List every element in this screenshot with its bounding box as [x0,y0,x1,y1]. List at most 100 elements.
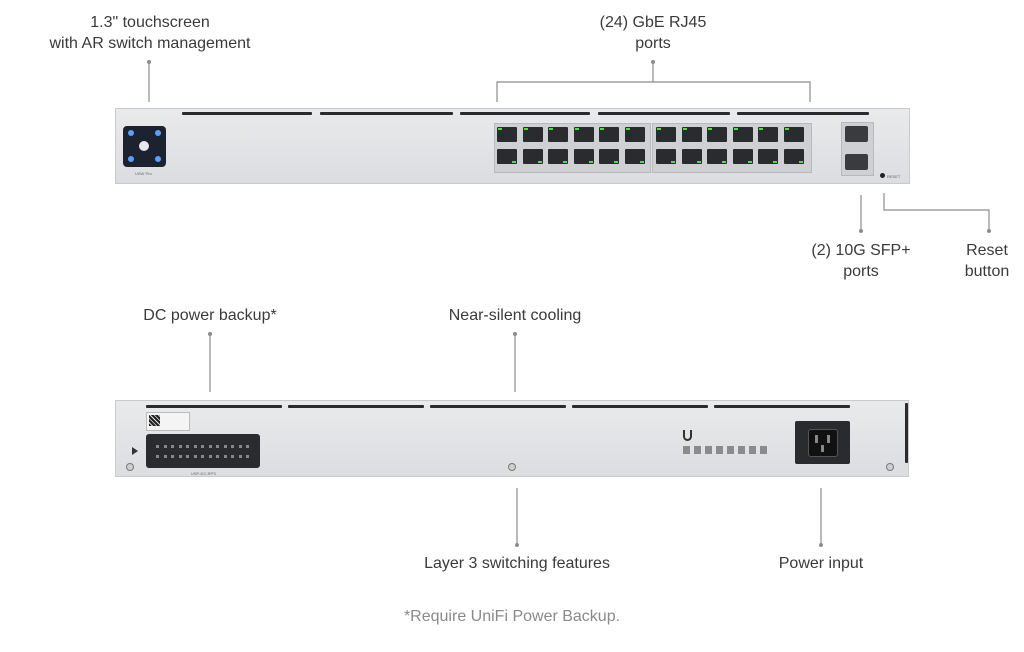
back-vent-4 [572,405,708,408]
dc-pin [231,445,234,448]
rj45-port-2[interactable] [497,149,517,164]
sfp-label-line-1: (2) 10G SFP+ [811,242,911,259]
port-led [798,161,803,163]
rj45-port-23[interactable] [783,127,804,142]
dc-pin [171,445,174,448]
screen-corner-icon [155,156,161,162]
rj45-port-8[interactable] [573,149,594,164]
back-vent-1 [146,405,282,408]
port-led [722,161,726,163]
dc-pin [216,445,219,448]
dc-pin [178,455,182,458]
rj45-port-18[interactable] [707,149,727,164]
port-led [563,161,567,163]
ac-power-inlet[interactable] [795,421,850,464]
screen-corner-icon [128,156,134,162]
dc-power-label-line: DC power backup* [143,307,277,324]
port-led [625,128,630,130]
dc-pin [163,455,167,458]
port-led [600,128,604,130]
reset-button-label: Reset button [950,240,1024,282]
port-led [512,161,516,163]
dc-pin [156,455,159,458]
rj45-label-line-1: (24) GbE RJ45 [599,14,707,31]
reset-label-line-2: button [964,263,1010,280]
reset-tag: RESET [887,174,901,179]
front-vent-3 [460,112,590,115]
rj45-label-line-2: ports [635,35,671,52]
dc-pin [238,455,242,458]
dc-pin [193,445,197,448]
back-vent-5 [714,405,850,408]
port-led [733,128,738,130]
front-vent-2 [320,112,453,115]
power-input-label-line: Power input [778,555,864,572]
dc-pin [178,445,182,448]
screen-corner-icon [128,130,134,136]
screw-icon [886,463,894,471]
sfp-port-1[interactable] [845,126,868,142]
port-led [537,161,542,163]
port-led [784,128,789,130]
rj45-port-3[interactable] [522,127,543,142]
screen-corner-icon [155,130,161,136]
rj45-port-14[interactable] [656,149,676,164]
rj45-port-11[interactable] [624,127,645,142]
reset-label-line-1: Reset [966,242,1008,259]
dc-power-connector[interactable] [146,434,260,468]
footnote: *Require UniFi Power Backup. [403,608,621,625]
back-vent-3 [430,405,566,408]
port-led [747,161,752,163]
screen-center-icon [139,141,149,151]
power-pin [827,435,830,443]
dc-pin [246,445,249,448]
rj45-port-9[interactable] [599,127,619,142]
rj45-port-5[interactable] [548,127,568,142]
rj45-port-12[interactable] [624,149,645,164]
dc-power-label: DC power backup* [110,305,310,326]
dc-arrow-icon [132,447,138,455]
rj45-port-19[interactable] [732,127,753,142]
sfp-ports-label: (2) 10G SFP+ ports [796,240,926,282]
sfp-port-2[interactable] [845,154,868,170]
certification-marks [683,446,767,454]
reset-button[interactable] [880,173,885,178]
qr-code-label [146,412,190,431]
port-led [639,161,644,163]
port-led [614,161,618,163]
back-side-bar [905,403,908,463]
rj45-port-6[interactable] [548,149,568,164]
back-vent-2 [288,405,424,408]
rj45-port-16[interactable] [681,149,702,164]
dc-pin [246,455,249,458]
dc-pin [238,445,242,448]
touchscreen-label-line-1: 1.3" touchscreen [90,14,210,31]
power-pin [815,435,818,443]
screw-icon [126,463,134,471]
port-led [588,161,593,163]
dc-pin [223,455,227,458]
port-led [574,128,579,130]
port-led [708,128,712,130]
dc-pin [171,455,174,458]
dc-pin [223,445,227,448]
rj45-port-15[interactable] [681,127,702,142]
rj45-port-4[interactable] [522,149,543,164]
touchscreen-display[interactable] [123,126,166,167]
rj45-port-10[interactable] [599,149,619,164]
rj45-port-24[interactable] [783,149,804,164]
rj45-port-7[interactable] [573,127,594,142]
cooling-label-line: Near-silent cooling [448,307,582,324]
port-led [671,161,675,163]
dc-pin [163,445,167,448]
ubiquiti-logo-icon [683,430,692,441]
qr-code-icon [149,415,160,426]
rj45-port-13[interactable] [656,127,676,142]
rj45-port-17[interactable] [707,127,727,142]
rj45-port-21[interactable] [758,127,778,142]
cooling-label: Near-silent cooling [415,305,615,326]
rj45-port-20[interactable] [732,149,753,164]
rj45-port-22[interactable] [758,149,778,164]
dc-pin [186,445,189,448]
rj45-port-1[interactable] [497,127,517,142]
